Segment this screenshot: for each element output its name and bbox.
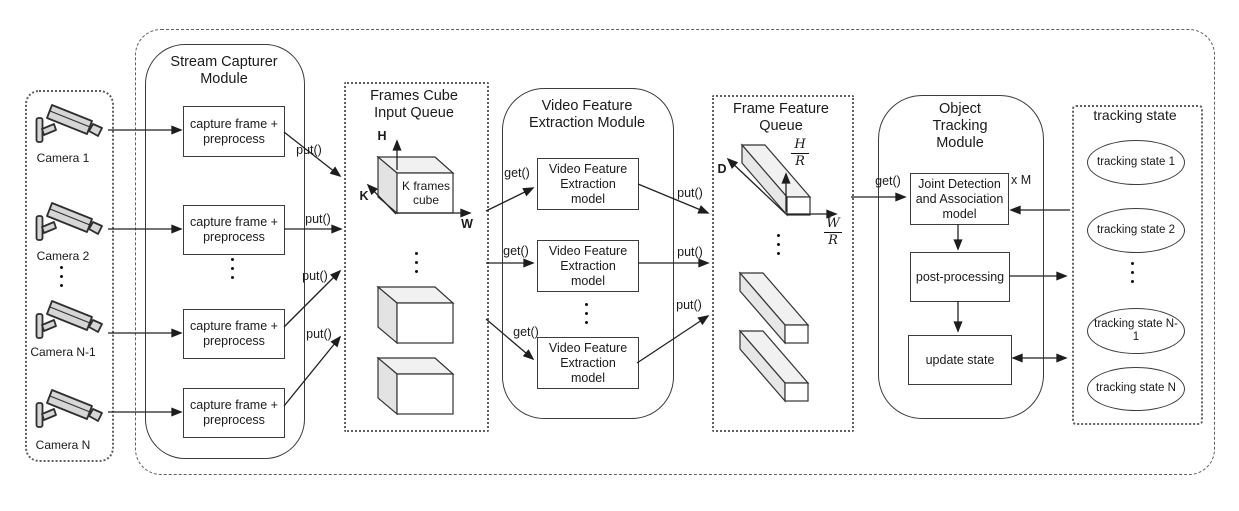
vfe-model-label: Video Feature Extraction model — [548, 340, 628, 385]
object-tracking-title: Object Tracking Module — [932, 101, 988, 152]
joint-detection-box: Joint Detection and Association model — [910, 173, 1009, 225]
tracking-state-2-label: tracking state 2 — [1097, 223, 1175, 236]
capture-frame-box-1: capture frame + preprocess — [183, 106, 285, 157]
capture-frame-box-4: capture frame + preprocess — [183, 388, 285, 438]
joint-detection-label: Joint Detection and Association model — [915, 176, 1004, 221]
update-state-label: update state — [925, 352, 995, 367]
stream-capturer-ellipsis — [231, 258, 234, 279]
capture-frame-box-2: capture frame + preprocess — [183, 205, 285, 255]
cameras-ellipsis — [60, 266, 63, 287]
tracking-state-ellipse-n: tracking state N — [1087, 367, 1185, 411]
capture-frame-label: capture frame + preprocess — [190, 398, 278, 427]
frame-feature-queue-title: Frame Feature Queue — [733, 101, 829, 135]
capture-frame-label: capture frame + preprocess — [190, 215, 278, 244]
put-label-5: put() — [677, 186, 703, 200]
joint-detection-multiplier-label: x M — [1011, 173, 1032, 187]
fraction-denominator: R — [795, 153, 805, 169]
tracking-state-ellipse-n-1: tracking state N-1 — [1087, 308, 1185, 354]
tracking-state-ellipsis — [1131, 262, 1134, 283]
put-label-7: put() — [676, 298, 702, 312]
put-label-2: put() — [305, 212, 331, 226]
vfe-model-label: Video Feature Extraction model — [548, 161, 628, 206]
capture-frame-label: capture frame + preprocess — [190, 116, 278, 146]
vfe-module-title: Video Feature Extraction Module — [528, 98, 646, 132]
frames-cube-queue-title: Frames Cube Input Queue — [370, 88, 458, 122]
frame-feature-queue-box — [712, 95, 854, 432]
cube-axis-h-label: H — [377, 129, 387, 143]
put-label-6: put() — [677, 245, 703, 259]
get-label-1: get() — [504, 166, 530, 180]
tracking-state-ellipse-2: tracking state 2 — [1087, 208, 1185, 253]
update-state-box: update state — [908, 335, 1012, 385]
fraction-denominator: R — [828, 232, 838, 248]
vfe-model-box-2: Video Feature Extraction model — [537, 240, 639, 292]
beam-axis-d-label: D — [717, 162, 727, 176]
put-label-3: put() — [302, 269, 328, 283]
put-label-1: put() — [296, 143, 322, 157]
get-label-4: get() — [875, 174, 901, 188]
camera-1-label: Camera 1 — [36, 151, 90, 165]
stream-capturer-title: Stream Capturer Module — [170, 54, 278, 88]
cameras-group-box — [25, 90, 114, 462]
tracking-state-box — [1072, 105, 1203, 425]
tracking-state-n-1-label: tracking state N-1 — [1094, 317, 1178, 343]
tracking-state-1-label: tracking state 1 — [1097, 155, 1175, 168]
vfe-model-label: Video Feature Extraction model — [548, 243, 628, 288]
video-feature-extraction-module-box — [502, 88, 674, 419]
tracking-state-title: tracking state — [1093, 107, 1177, 123]
vfe-ellipsis — [585, 303, 588, 324]
frame-feature-ellipsis — [777, 234, 780, 255]
fraction-numerator: H — [791, 138, 809, 154]
put-label-4: put() — [306, 327, 332, 341]
stream-capturer-module-box — [145, 44, 305, 459]
post-processing-box: post-processing — [910, 252, 1010, 302]
camera-n-1-label: Camera N-1 — [30, 345, 96, 359]
post-processing-label: post-processing — [915, 269, 1005, 284]
vfe-model-box-1: Video Feature Extraction model — [537, 158, 639, 210]
frames-cube-ellipsis — [415, 252, 418, 273]
camera-2-label: Camera 2 — [36, 249, 90, 263]
tracking-state-n-label: tracking state N — [1096, 382, 1176, 395]
cube-axis-k-label: K — [359, 189, 369, 203]
fraction-numerator: W — [824, 217, 842, 233]
camera-n-label: Camera N — [35, 438, 91, 452]
cube-axis-w-label: W — [461, 217, 473, 231]
outer-system-boundary — [135, 29, 1215, 475]
k-frames-cube-label: K frames cube — [401, 179, 450, 208]
get-label-3: get() — [513, 325, 539, 339]
capture-frame-label: capture frame + preprocess — [190, 319, 278, 348]
beam-axis-w-over-r-label: W R — [824, 217, 842, 247]
tracking-state-ellipse-1: tracking state 1 — [1087, 140, 1185, 185]
object-tracking-module-box — [878, 95, 1044, 419]
get-label-2: get() — [503, 244, 529, 258]
frames-cube-queue-box — [344, 82, 489, 432]
vfe-model-box-3: Video Feature Extraction model — [537, 337, 639, 389]
beam-axis-h-over-r-label: H R — [791, 138, 809, 168]
capture-frame-box-3: capture frame + preprocess — [183, 309, 285, 359]
